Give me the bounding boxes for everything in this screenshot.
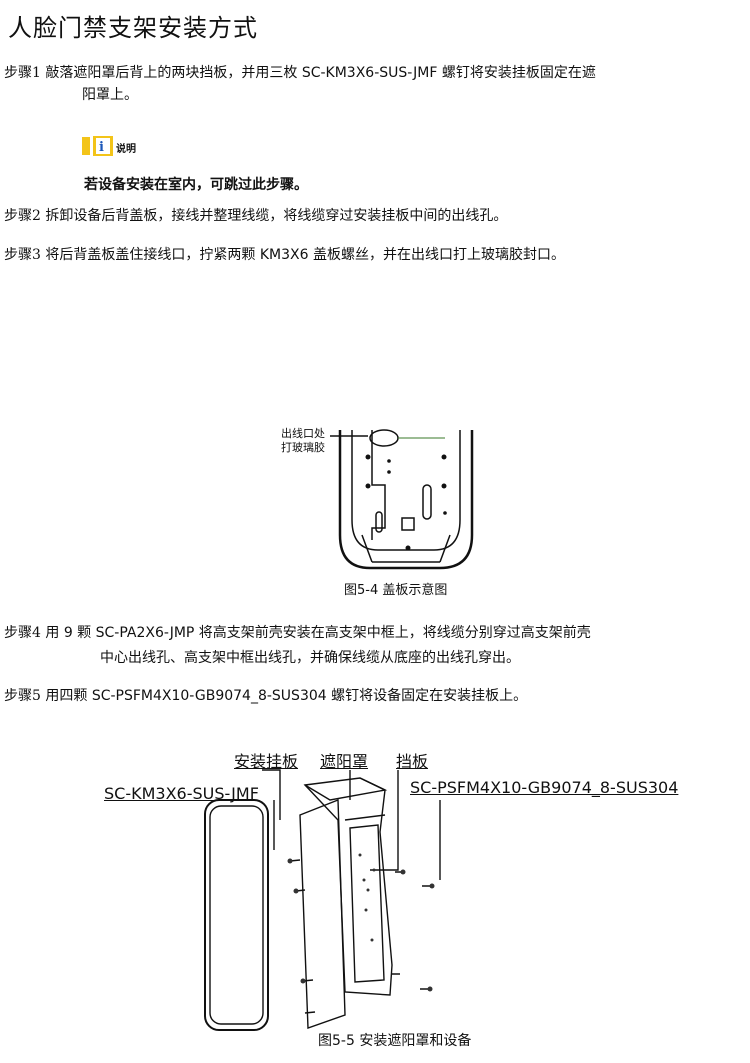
- step-4-continuation: 中心出线孔、高支架中框出线孔，并确保线缆从底座的出线孔穿出。: [100, 650, 520, 666]
- step-4: 步骤4 用 9 颗 SC-PA2X6-JMP 将高支架前壳安装在高支架中框上，将…: [4, 622, 591, 644]
- install-diagram: [204, 769, 441, 1031]
- note-label: 说明: [116, 144, 136, 155]
- figure-5-4-caption: 图5-4 盖板示意图: [344, 583, 448, 598]
- step-1: 步骤1 敲落遮阳罩后背上的两块挡板，并用三枚 SC-KM3X6-SUS-JMF …: [4, 62, 596, 84]
- step-3: 步骤3 将后背盖板盖住接线口，拧紧两颗 KM3X6 盖板螺丝，并在出线口打上玻璃…: [4, 244, 565, 266]
- page-title: 人脸门禁支架安装方式: [8, 14, 258, 42]
- label-sun-shade: 遮阳罩: [320, 752, 369, 771]
- callout-line-2: 打玻璃胶: [281, 441, 325, 454]
- step-4-text: 用 9 颗 SC-PA2X6-JMP 将高支架前壳安装在高支架中框上，将线缆分别…: [45, 625, 591, 641]
- step-3-label: 步骤3: [4, 247, 41, 263]
- label-screw-right: SC-PSFM4X10-GB9074_8-SUS304: [410, 778, 679, 797]
- note-block: i 说明: [82, 136, 142, 162]
- step-3-text: 将后背盖板盖住接线口，拧紧两颗 KM3X6 盖板螺丝，并在出线口打上玻璃胶封口。: [45, 247, 565, 263]
- step-5: 步骤5 用四颗 SC-PSFM4X10-GB9074_8-SUS304 螺钉将设…: [4, 685, 527, 707]
- figure-5-5-caption: 图5-5 安装遮阳罩和设备: [318, 1033, 472, 1049]
- label-baffle: 挡板: [396, 752, 429, 771]
- step-5-label: 步骤5: [4, 688, 41, 704]
- label-mounting-plate: 安装挂板: [234, 752, 299, 771]
- step-4-label: 步骤4: [4, 625, 41, 641]
- note-text: 若设备安装在室内，可跳过此步骤。: [84, 177, 308, 193]
- step-1-continuation: 阳罩上。: [82, 87, 138, 103]
- callout-line-1: 出线口处: [281, 427, 325, 440]
- svg-text:i: i: [99, 140, 104, 155]
- info-icon: i: [82, 136, 113, 156]
- step-1-label: 步骤1: [4, 65, 41, 81]
- cover-diagram: [330, 429, 474, 570]
- label-screw-left: SC-KM3X6-SUS-JMF: [104, 784, 259, 803]
- step-5-text: 用四颗 SC-PSFM4X10-GB9074_8-SUS304 螺钉将设备固定在…: [45, 688, 528, 704]
- step-2-text: 拆卸设备后背盖板，接线并整理线缆，将线缆穿过安装挂板中间的出线孔。: [45, 208, 508, 224]
- step-2: 步骤2 拆卸设备后背盖板，接线并整理线缆，将线缆穿过安装挂板中间的出线孔。: [4, 205, 507, 227]
- step-1-text: 敲落遮阳罩后背上的两块挡板，并用三枚 SC-KM3X6-SUS-JMF 螺钉将安…: [45, 65, 596, 81]
- step-2-label: 步骤2: [4, 208, 41, 224]
